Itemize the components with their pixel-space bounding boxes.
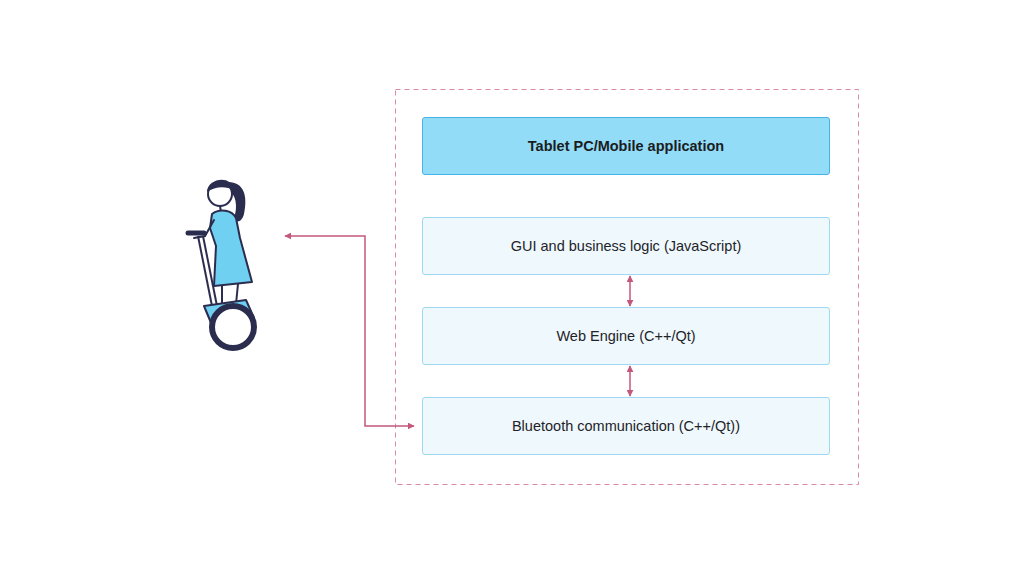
header-box: Tablet PC/Mobile application <box>422 117 830 175</box>
layer-box: Web Engine (C++/Qt) <box>422 307 830 365</box>
box-label: Tablet PC/Mobile application <box>528 138 724 154</box>
layer-box: GUI and business logic (JavaScript) <box>422 217 830 275</box>
app-boundary <box>396 90 859 485</box>
layer-connector <box>629 276 631 306</box>
box-label: GUI and business logic (JavaScript) <box>511 238 742 254</box>
box-label: Bluetooth communication (C++/Qt)) <box>512 418 740 434</box>
segway-rider <box>188 180 254 348</box>
bluetooth-link-arrow <box>285 236 414 426</box>
layer-connector <box>629 366 631 396</box>
box-label: Web Engine (C++/Qt) <box>556 328 695 344</box>
layer-box: Bluetooth communication (C++/Qt)) <box>422 397 830 455</box>
